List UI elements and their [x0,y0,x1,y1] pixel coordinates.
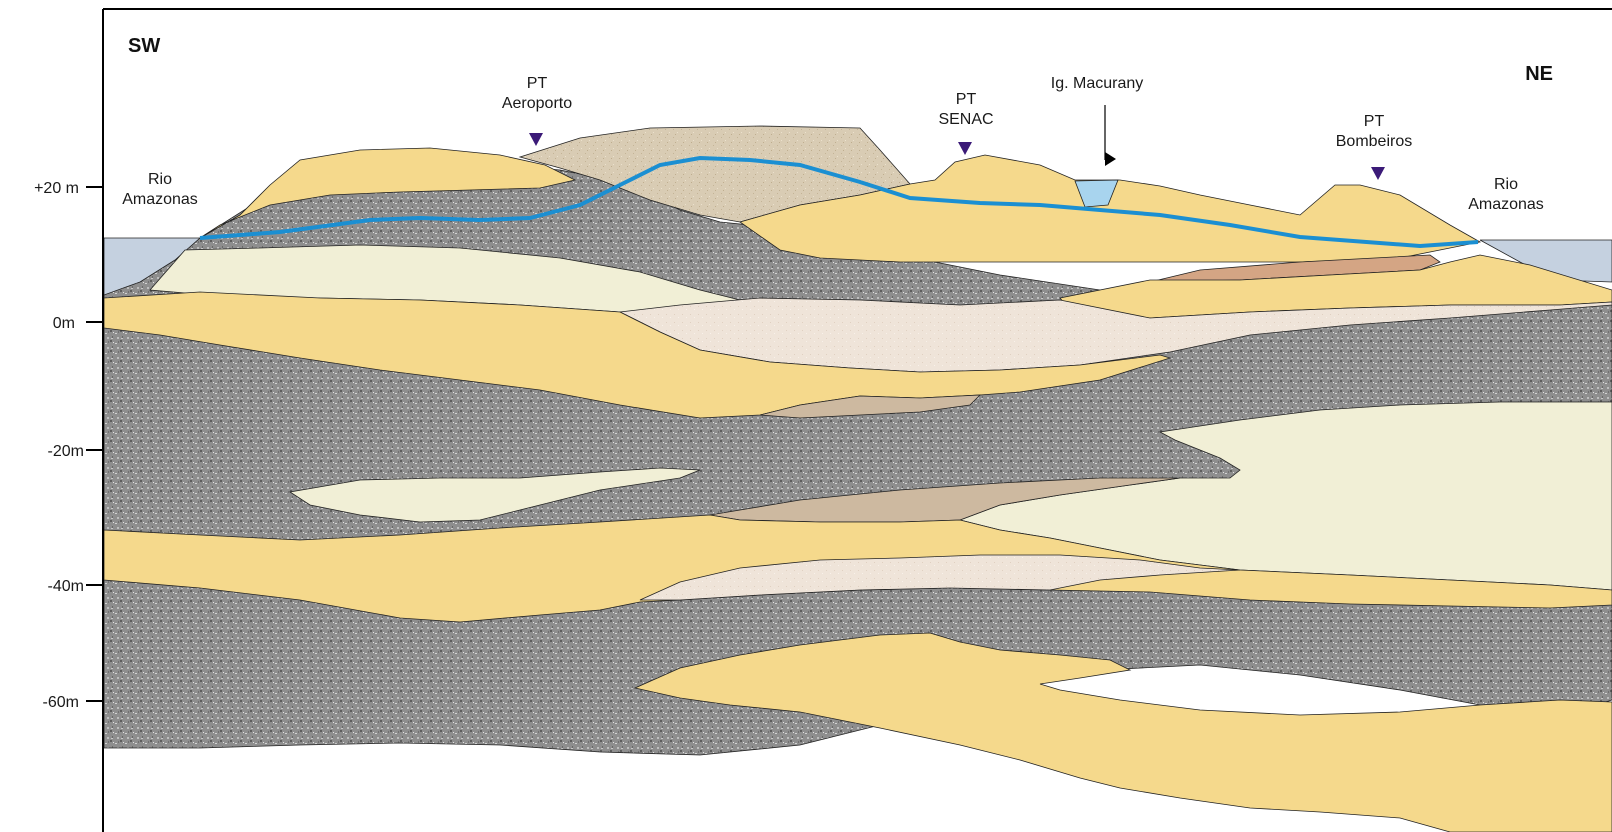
well-marker-aeroporto-icon [529,133,543,146]
pt-senac-label: PT [956,91,977,108]
pt-aeroporto-label: PT [527,75,548,92]
ig-macurany-label: Ig. Macurany [1051,75,1143,92]
pt-senac-label: SENAC [938,111,993,128]
depth-axis: +20 m 0m -20m -40m -60m [34,180,103,711]
tick-label: -20m [48,443,84,460]
ig-macurany-arrowhead-icon [1105,152,1116,166]
well-marker-senac-icon [958,142,972,155]
pt-bombeiros-label: Bombeiros [1336,133,1412,150]
tick-label: +20 m [34,180,79,197]
direction-sw-label: SW [128,35,160,57]
direction-ne-label: NE [1525,63,1553,85]
rio-amazonas-right-label: Rio [1494,176,1518,193]
pt-bombeiros-label: PT [1364,113,1385,130]
rio-amazonas-left-label: Amazonas [122,191,198,208]
rio-amazonas-left-label: Rio [148,171,172,188]
strata-group [104,126,1612,832]
tick-label: -60m [43,694,79,711]
well-marker-bombeiros-icon [1371,167,1385,180]
tick-label: 0m [53,315,75,332]
pt-aeroporto-label: Aeroporto [502,95,572,112]
tick-label: -40m [48,578,84,595]
rio-amazonas-right-label: Amazonas [1468,196,1544,213]
